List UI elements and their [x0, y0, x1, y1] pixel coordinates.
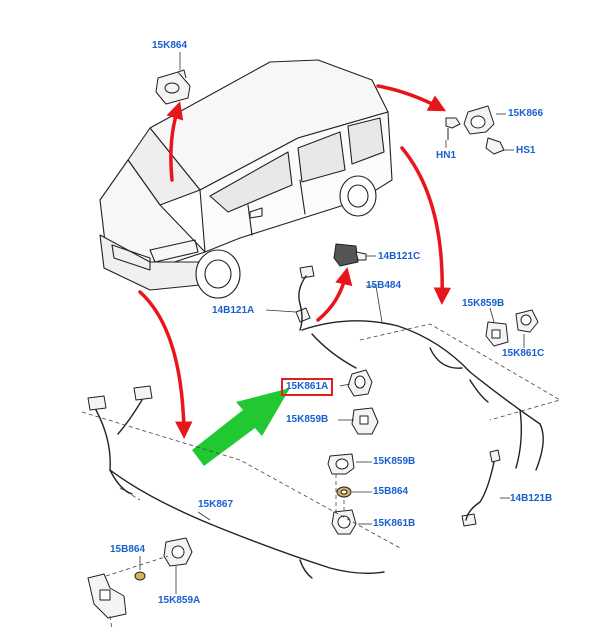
part-15b864-mid	[336, 486, 352, 498]
part-15k867-connectors	[87, 385, 153, 411]
arrow-to-15k866	[376, 84, 447, 112]
part-15k861c	[515, 309, 539, 333]
part-14b121a	[295, 265, 315, 323]
label-15k864-top: 15K864	[152, 40, 188, 51]
label-15k859a: 15K859A	[158, 595, 201, 606]
part-15b864-left	[134, 571, 146, 581]
label-14b121c: 14B121C	[378, 251, 421, 262]
arrow-to-15k864	[166, 101, 184, 182]
part-15k859a	[163, 537, 193, 567]
arrow-to-14b121c	[316, 267, 353, 322]
label-15b864-mid: 15B864	[373, 486, 409, 497]
label-15k861a: 15K861A	[281, 378, 334, 396]
part-left-bracket	[87, 573, 127, 619]
arrow-to-15b484	[400, 146, 452, 305]
construction-lines	[81, 323, 562, 631]
label-15k859b-low: 15K859B	[373, 456, 416, 467]
part-15k859b-mid	[351, 407, 379, 435]
part-drawings	[87, 69, 539, 619]
leader-lines	[139, 52, 525, 594]
part-15k861b	[331, 509, 357, 535]
label-hn1: HN1	[436, 150, 457, 161]
part-14b121c	[333, 243, 367, 267]
label-15k866: 15K866	[508, 108, 544, 119]
arrow-to-15k867	[138, 290, 193, 439]
label-14b121a: 14B121A	[212, 305, 255, 316]
wiring-harnesses	[95, 275, 544, 579]
part-15k859b-low	[327, 453, 355, 475]
part-15k864-top	[155, 69, 191, 105]
label-15b484: 15B484	[366, 280, 402, 291]
label-15k861b: 15K861B	[373, 518, 416, 529]
label-15k867: 15K867	[198, 499, 234, 510]
label-15k859b-right: 15K859B	[462, 298, 505, 309]
part-15k859b-right	[485, 321, 509, 347]
part-15k866	[445, 105, 505, 155]
label-15k859b-mid: 15K859B	[286, 414, 329, 425]
part-14b121b	[461, 449, 501, 527]
pointer-arrow	[192, 388, 290, 466]
label-15b864-left: 15B864	[110, 544, 146, 555]
label-15k861c: 15K861C	[502, 348, 545, 359]
callout-arrows	[138, 84, 452, 439]
part-15k861a	[347, 369, 373, 397]
vehicle-illustration	[99, 59, 393, 299]
label-14b121b: 14B121B	[510, 493, 553, 504]
label-hs1: HS1	[516, 145, 536, 156]
